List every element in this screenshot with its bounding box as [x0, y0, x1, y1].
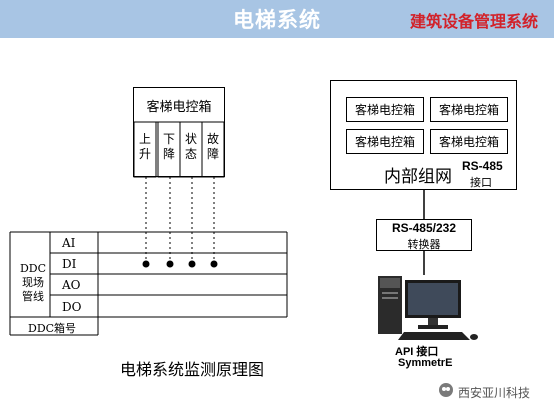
di-connection-dot [166, 260, 174, 268]
internal-network-label: 内部组网 [384, 167, 452, 187]
ddc-row-ao: AO [62, 278, 81, 292]
signal-down: 下降 [162, 132, 175, 161]
network-elevator-box-4-label: 客梯电控箱 [438, 135, 499, 149]
api-interface-label: API 接口 [395, 346, 439, 358]
converter-label-1: RS-485/232 [391, 221, 457, 235]
watermark-logo-icon [439, 383, 453, 397]
di-connection-dot [142, 260, 150, 268]
signal-cell-down [157, 121, 181, 178]
network-elevator-box-1 [346, 97, 424, 122]
signal-cell-status [179, 121, 203, 178]
network-elevator-box-3-label: 客梯电控箱 [354, 135, 415, 149]
di-connection-dot [188, 260, 196, 268]
network-elevator-box-1-label: 客梯电控箱 [354, 103, 415, 117]
network-elevator-box-3 [346, 129, 424, 154]
signal-cell-up [133, 121, 157, 178]
ddc-side-label: DDC现场管线 [19, 262, 47, 303]
diagram-caption: 电梯系统监测原理图 [119, 360, 264, 379]
rs485-label: RS-485 [462, 159, 503, 173]
converter-label-2: 转换器 [407, 238, 441, 251]
di-connection-dot [210, 260, 218, 268]
watermark-text: 西安亚川科技 [458, 386, 531, 400]
ddc-row-di: DI [62, 257, 77, 271]
elevator-control-box-title: 客梯电控箱 [146, 100, 212, 115]
ddc-row-do: DO [62, 300, 82, 314]
workstation-icon [378, 276, 478, 340]
page-title: 电梯系统 [233, 8, 321, 32]
network-elevator-box-4 [430, 129, 508, 154]
signal-fault: 故障 [206, 132, 219, 161]
header-bar: 电梯系统 建筑设备管理系统 [0, 0, 554, 38]
symmetre-label: SymmetrE [398, 357, 453, 369]
signal-status: 状态 [184, 132, 197, 161]
ddc-bottom-label: DDC箱号 [28, 322, 77, 335]
network-elevator-box-2 [430, 97, 508, 122]
ddc-row-ai: AI [62, 236, 76, 250]
network-elevator-box-2-label: 客梯电控箱 [438, 103, 499, 117]
converter-box [376, 219, 472, 251]
signal-cell-fault [201, 121, 225, 178]
interface-label: 接口 [470, 176, 492, 189]
signal-up: 上升 [138, 132, 151, 161]
page-subtitle: 建筑设备管理系统 [409, 12, 538, 31]
